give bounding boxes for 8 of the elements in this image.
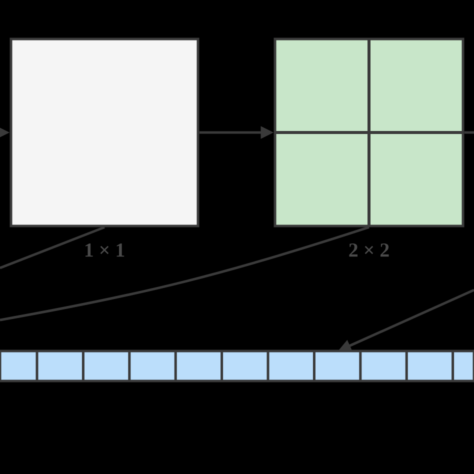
connector-line <box>0 226 105 270</box>
connector-line <box>464 131 474 134</box>
square-box <box>10 38 200 228</box>
cell-strip <box>0 350 474 382</box>
grid-box <box>274 38 464 228</box>
connector-line <box>0 226 370 322</box>
size-label: 2 × 2 <box>349 243 389 257</box>
size-label: 1 × 1 <box>85 243 124 257</box>
